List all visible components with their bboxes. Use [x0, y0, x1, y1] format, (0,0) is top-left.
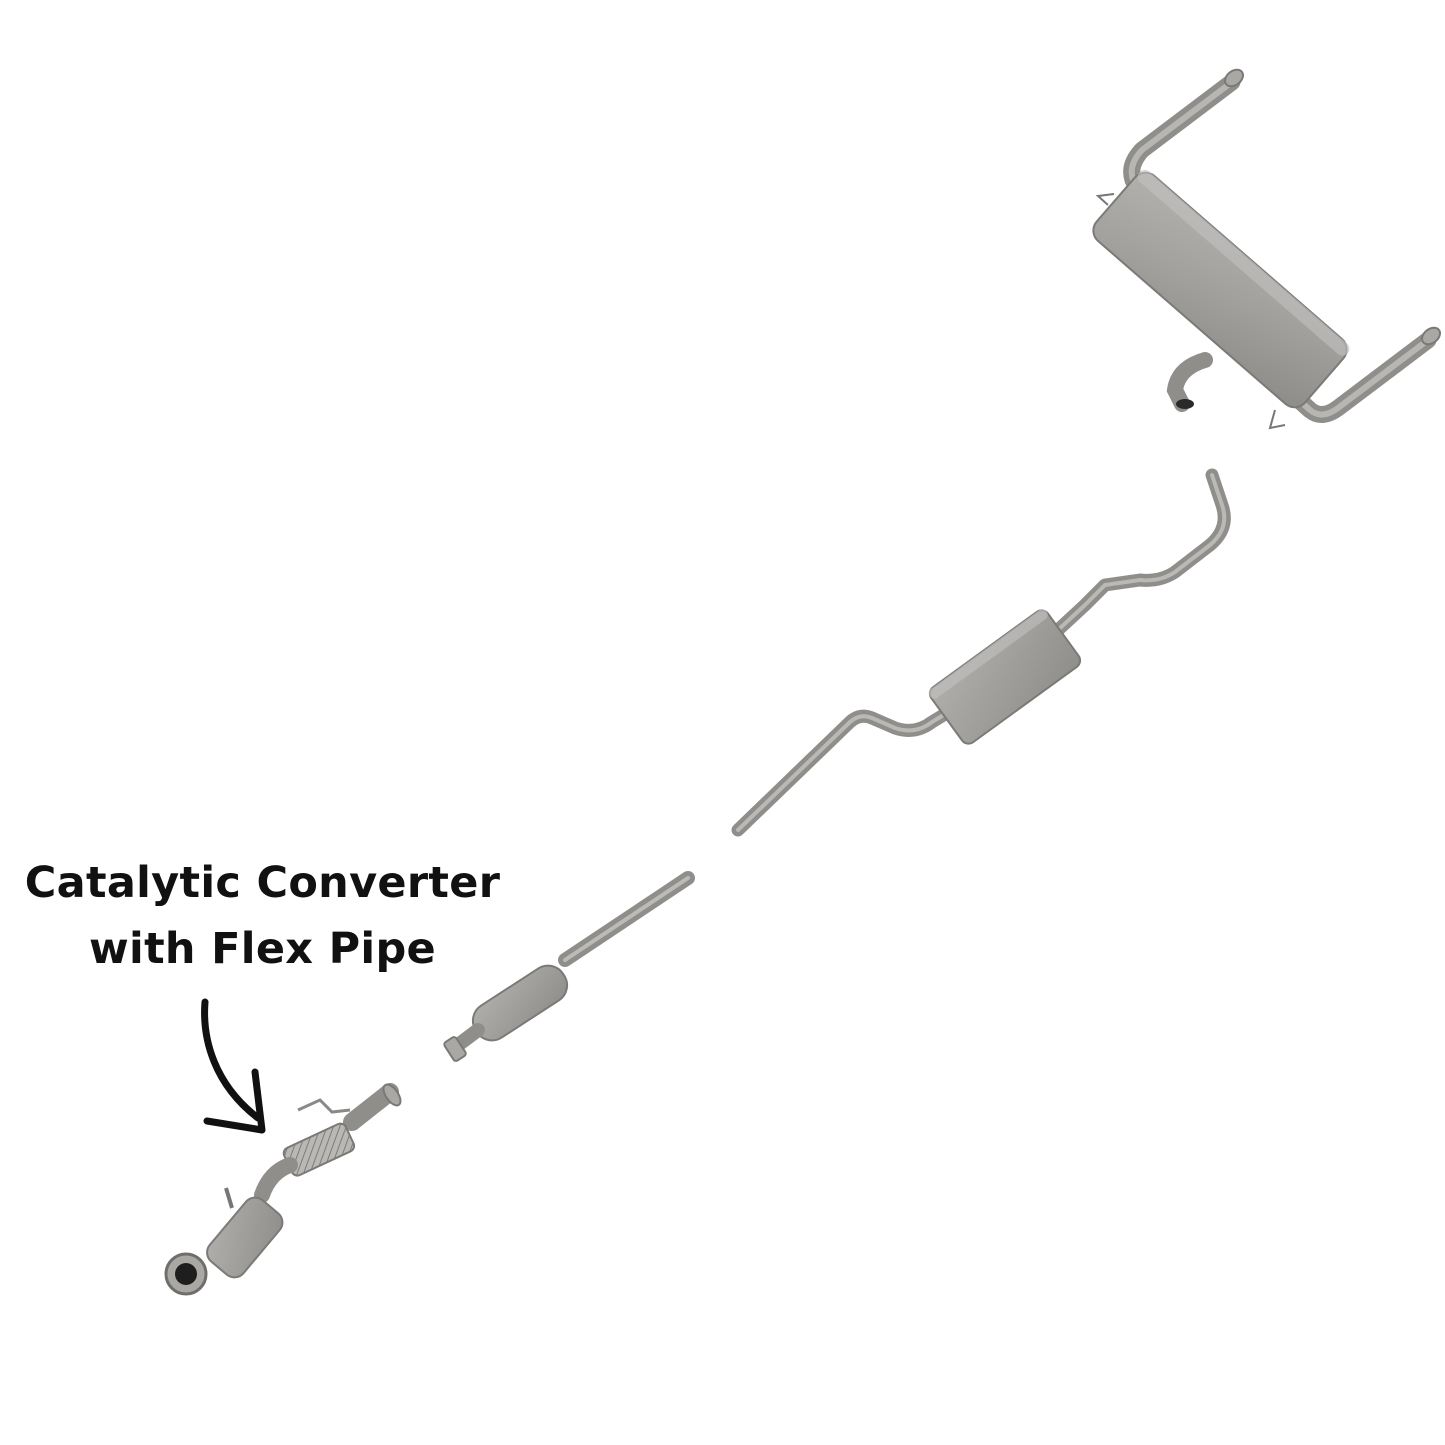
arrow-shaft	[201, 998, 262, 1122]
catalytic-converter-assembly	[164, 1083, 402, 1296]
o2-sensor-bung	[224, 1187, 234, 1209]
callout-label: Catalytic Converter with Flex Pipe	[0, 850, 525, 982]
callout-line-1: Catalytic Converter	[24, 858, 501, 908]
rear-muffler-assembly	[1092, 68, 1441, 430]
muffler-hanger	[1095, 193, 1115, 206]
front-pipe-assembly	[443, 871, 695, 1062]
intermediate-pipe-assembly	[731, 468, 1231, 837]
muffler-inlet-pipe	[1166, 352, 1213, 412]
catalytic-converter	[206, 1196, 284, 1279]
rear-muffler	[1092, 171, 1348, 409]
arrow-head	[203, 1068, 266, 1134]
muffler-hanger	[1268, 409, 1286, 430]
cat-outlet-pipe	[343, 1083, 399, 1131]
cat-bracket	[297, 1098, 351, 1114]
callout-line-2: with Flex Pipe	[89, 924, 436, 974]
callout-arrow	[201, 998, 266, 1134]
